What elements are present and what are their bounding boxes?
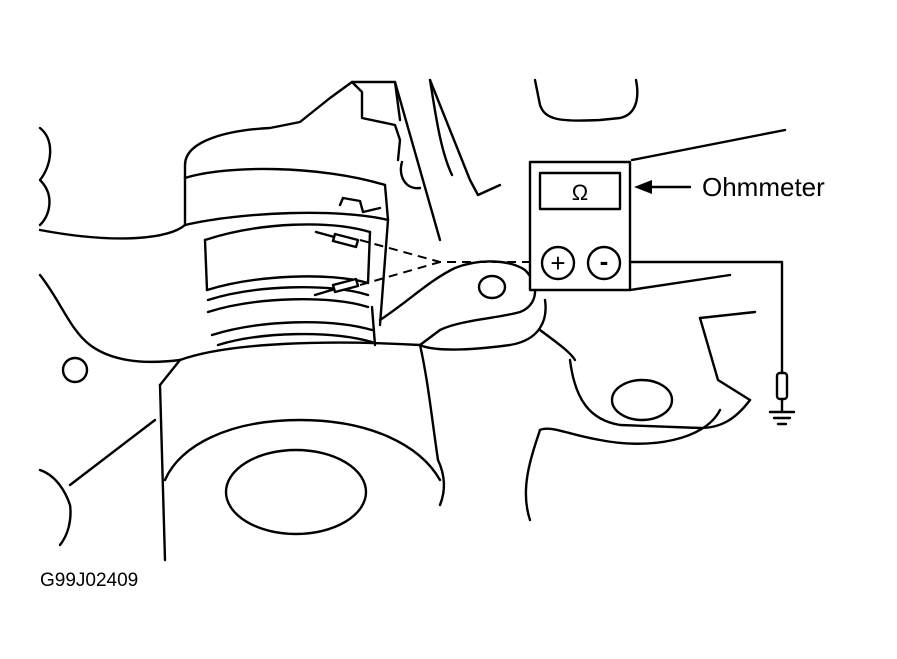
ohmmeter: Ω + - (528, 160, 632, 292)
engine-housing-outline (38, 78, 787, 547)
ohmmeter-label: Ohmmeter (702, 172, 825, 202)
probe-leads (313, 230, 532, 297)
ohmmeter-callout: Ohmmeter (634, 172, 825, 202)
negative-terminal-sign: - (600, 246, 609, 276)
negative-terminal (586, 245, 622, 281)
callout-arrow-icon (634, 180, 652, 194)
figure-code: G99J02409 (40, 570, 138, 591)
positive-terminal (540, 245, 576, 281)
front-body-bore (158, 341, 446, 562)
sensor-ring-stack (183, 167, 390, 347)
ohmmeter-display (538, 171, 622, 211)
positive-terminal-sign: + (550, 248, 565, 278)
ohm-symbol: Ω (572, 180, 588, 205)
ground-lead (623, 260, 796, 426)
